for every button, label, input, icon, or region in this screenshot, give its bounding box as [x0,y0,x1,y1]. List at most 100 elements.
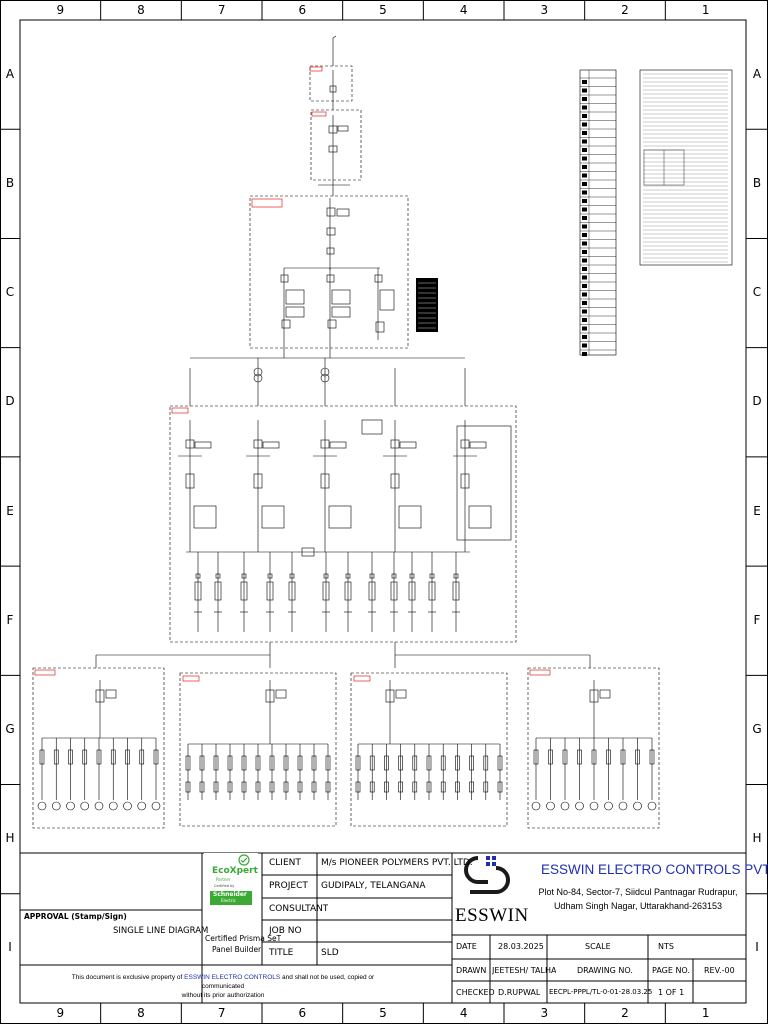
zone-label: 8 [137,3,145,17]
drawing-type: SINGLE LINE DIAGRAM [113,926,209,936]
zone-label: 9 [56,1006,65,1020]
zone-label: D [752,394,762,409]
lt-feeder [194,552,202,632]
lt-incomer [383,420,422,552]
zone-label: 1 [701,3,710,17]
schneider-brand: Schneider [213,891,247,898]
notice-line-2: without its prior authorization [181,992,265,999]
zone-label: 7 [217,3,226,17]
lt-feeder [368,552,376,632]
sub-panel-feeders [531,680,657,811]
lt-feeder [390,552,398,632]
drawing-no-label: DRAWING NO. [577,966,633,975]
lt-feeder [266,552,274,632]
zone-label: G [5,721,15,736]
zone-label: B [752,175,762,190]
ecoxpert-caption-1: Certified Prisma SeT [205,934,282,943]
zone-label: 3 [540,1006,549,1020]
zone-label: 6 [298,1006,307,1020]
lt-feeder [344,552,352,632]
lt-incomer [178,420,217,552]
sub-panel-feeders [185,680,331,800]
zone-label: H [5,831,15,846]
zone-label: F [6,612,14,627]
zone-label: I [8,940,12,955]
ecoxpert-partner: Partner [216,877,231,882]
zone-label: 5 [379,1006,387,1020]
checked-value: D.RUPWAL [498,988,541,997]
drawing-no-value: EECPL-PPPL/TL-0-01-28.03.25 [549,988,653,996]
notice-pre: This document is exclusive property of [71,974,185,981]
scale-value: NTS [658,942,674,951]
inner-frame [19,19,747,1004]
zone-label: E [6,503,14,518]
zone-label: C [5,285,15,300]
schneider-brand-sub: Electric [221,898,236,903]
row-label-client: CLIENT [269,858,301,868]
lt-feeder [322,552,330,632]
page-no-label: PAGE NO. [652,966,690,975]
ecoxpert-badge [204,853,258,933]
lt-feeder [428,552,436,632]
row-value-client: M/s PIONEER POLYMERS PVT. LTD. [321,858,473,868]
rev-value: REV.-00 [704,966,735,975]
sub-panel-1 [32,667,165,829]
row-label-title: TITLE [269,948,294,958]
zone-label: E [753,503,761,518]
sub-panel-feeders [355,680,503,800]
zone-label: 7 [217,1006,226,1020]
zone-label: A [752,66,762,81]
date-label: DATE [456,942,477,951]
company-name: ESSWIN ELECTRO CONTROLS PVT.LTD [541,862,768,877]
row-value-title: SLD [321,948,339,958]
legend-symbols [579,69,617,356]
zone-label: 4 [459,3,468,17]
drawn-value: JEETESH/ TALHA [492,966,557,975]
zone-label: G [752,721,762,736]
lt-feeder [408,552,416,632]
ecoxpert-logo-icon [204,853,258,911]
drawn-label: DRAWN [456,966,487,975]
lt-incomer [246,420,285,552]
lt-incomer [313,420,352,552]
sub-panel-2 [179,672,337,827]
scale-label: SCALE [585,942,611,951]
row-label-project: PROJECT [269,881,308,891]
zone-label: 1 [701,1006,710,1020]
incomer-box-1 [309,65,353,102]
lt-incomer [453,420,492,552]
esswin-logo-icon [464,856,510,894]
company-logo-text: ESSWIN [455,905,529,926]
ownership-notice: This document is exclusive property of E… [58,973,388,1000]
lt-main-panel [169,405,517,643]
zone-label: F [753,612,761,627]
notes-block [639,69,733,266]
ecoxpert-caption-2: Panel Builder [212,945,262,954]
row-value-project: GUDIPALY, TELANGANA [321,881,426,891]
zone-label: H [752,831,762,846]
zone-label: 2 [621,3,629,17]
notice-company: ESSWIN ELECTRO CONTROLS [184,974,281,981]
zone-label: 6 [298,3,307,17]
lt-feeder [452,552,460,632]
lt-feeder [288,552,296,632]
incomer-box-2 [310,109,362,181]
page-no-value: 1 OF 1 [658,988,685,997]
zone-label: B [5,175,15,190]
company-address-1: Plot No-84, Sector-7, Siidcul Pantnagar … [538,887,738,897]
zone-label: I [755,940,759,955]
company-address-2: Udham Singh Nagar, Uttarakhand-263153 [553,901,723,911]
row-label-job-no: JOB NO [269,926,302,936]
notice-post: and shall not be used, copied or communi… [201,974,375,990]
ecoxpert-logo: EcoXpert [212,866,258,876]
date-value: 28.03.2025 [498,942,544,951]
zone-label: 5 [379,3,387,17]
sub-panel-4 [527,667,660,829]
lt-feeder [240,552,248,632]
sub-panel-feeders [37,680,161,811]
zone-label: D [5,394,15,409]
zone-label: 3 [540,3,549,17]
zone-label: 8 [137,1006,145,1020]
single-line-diagram [32,35,733,829]
